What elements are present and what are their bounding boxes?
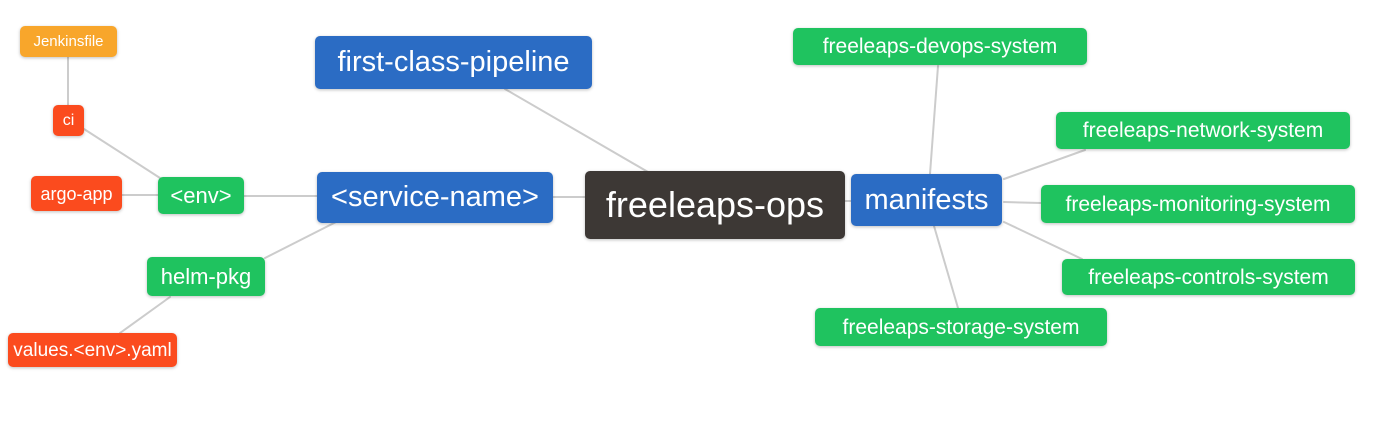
node-argo-app[interactable]: argo-app [31, 176, 122, 211]
node-ci[interactable]: ci [53, 105, 84, 136]
node-jenkinsfile[interactable]: Jenkinsfile [20, 26, 117, 57]
edge-manifests-network-system [1003, 149, 1086, 180]
node-first-class-pipeline[interactable]: first-class-pipeline [315, 36, 592, 89]
edge-manifests-monitoring-system [1003, 201, 1042, 204]
edge-values-helm-pkg [119, 296, 171, 334]
node-freeleaps-network-system[interactable]: freeleaps-network-system [1056, 112, 1350, 149]
node-freeleaps-devops-system[interactable]: freeleaps-devops-system [793, 28, 1087, 65]
edge-manifests-controls-system [1003, 221, 1083, 260]
node-env[interactable]: <env> [158, 177, 244, 214]
edge-helm-pkg-service-name [264, 221, 337, 259]
edge-manifests-storage-system [933, 225, 959, 309]
node-values-env-yaml[interactable]: values.<env>.yaml [8, 333, 177, 367]
node-helm-pkg[interactable]: helm-pkg [147, 257, 265, 296]
edge-group [67, 56, 1086, 334]
edge-manifests-devops-system [929, 65, 939, 175]
node-freeleaps-ops-root[interactable]: freeleaps-ops [585, 171, 845, 239]
edge-first-class-pipeline-root [504, 88, 649, 173]
node-service-name[interactable]: <service-name> [317, 172, 553, 223]
node-manifests[interactable]: manifests [851, 174, 1002, 226]
edge-ci-env [83, 128, 161, 179]
node-freeleaps-controls-system[interactable]: freeleaps-controls-system [1062, 259, 1355, 295]
node-freeleaps-monitoring-system[interactable]: freeleaps-monitoring-system [1041, 185, 1355, 223]
node-freeleaps-storage-system[interactable]: freeleaps-storage-system [815, 308, 1107, 346]
